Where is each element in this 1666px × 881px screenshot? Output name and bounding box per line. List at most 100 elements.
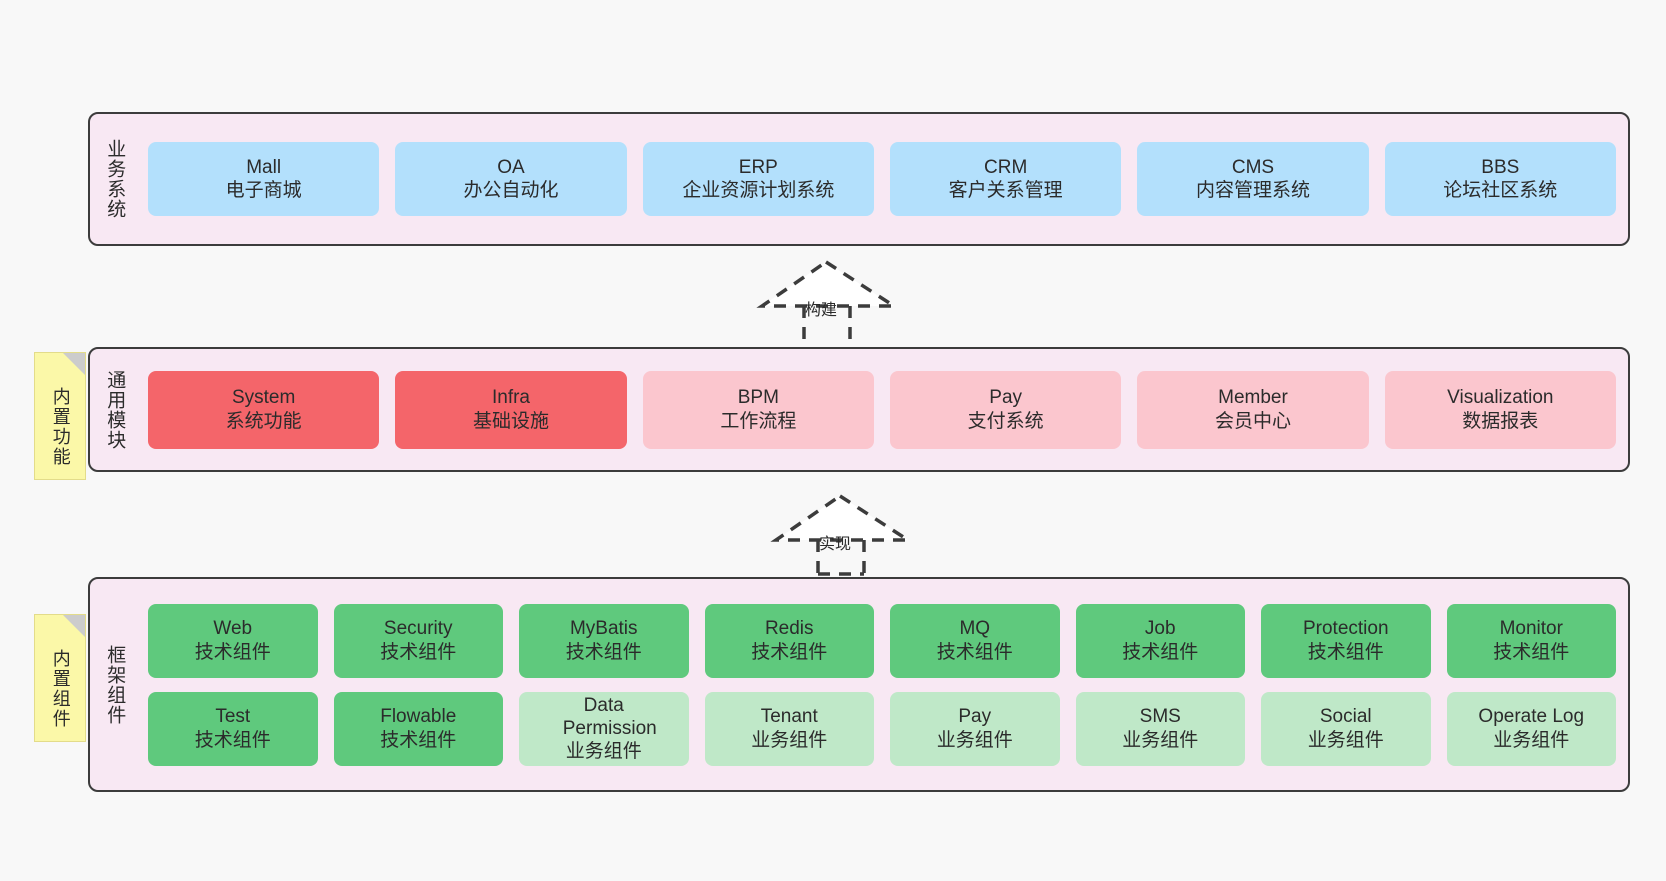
module-card-erp-name: ERP	[738, 156, 778, 178]
note-builtin-component-label: 内置组件	[50, 649, 71, 729]
module-card-web[interactable]: Web 技术组件	[148, 603, 318, 678]
connector-build: 构建	[756, 258, 900, 344]
module-card-system[interactable]: System 系统功能	[148, 370, 380, 449]
module-card-tenant[interactable]: Tenant 业务组件	[704, 691, 874, 766]
module-card-social-name: Social	[1319, 706, 1372, 728]
module-card-tenant-name: Tenant	[760, 706, 818, 728]
module-card-mybatis[interactable]: MyBatis 技术组件	[519, 603, 689, 678]
layer-framework-components-body: Web 技术组件 Security 技术组件 MyBatis 技术组件 Redi…	[136, 579, 1628, 790]
module-card-test-name: Test	[215, 706, 251, 728]
module-card-bbs[interactable]: BBS 论坛社区系统	[1384, 142, 1616, 216]
module-card-tenant-desc: 业务组件	[751, 729, 828, 751]
module-card-test[interactable]: Test 技术组件	[148, 691, 318, 766]
layer-framework-components-row-tech: Web 技术组件 Security 技术组件 MyBatis 技术组件 Redi…	[148, 603, 1616, 678]
module-card-mq[interactable]: MQ 技术组件	[890, 603, 1060, 678]
module-card-job[interactable]: Job 技术组件	[1075, 603, 1245, 678]
layer-framework-components-title: 框架组件	[104, 644, 126, 725]
module-card-operate-log[interactable]: Operate Log 业务组件	[1446, 691, 1616, 766]
module-card-data-permission[interactable]: Data Permission 业务组件	[519, 691, 689, 766]
note-fold-corner-icon	[63, 615, 85, 637]
module-card-web-name: Web	[213, 618, 253, 640]
layer-common-modules[interactable]: 通用模块 System 系统功能 Infra 基础设施 BPM 工作流程 Pay…	[88, 347, 1630, 472]
module-card-protection[interactable]: Protection 技术组件	[1261, 603, 1431, 678]
module-card-infra[interactable]: Infra 基础设施	[395, 370, 627, 449]
module-card-visualization[interactable]: Visualization 数据报表	[1384, 370, 1616, 449]
connector-build-arrowhead	[756, 259, 900, 308]
module-card-job-name: Job	[1144, 618, 1176, 640]
module-card-data-permission-name: Data Permission	[562, 694, 657, 739]
module-card-monitor-name: Monitor	[1499, 618, 1563, 640]
layer-framework-components[interactable]: 框架组件 Web 技术组件 Security 技术组件 MyBatis 技术组件…	[88, 577, 1630, 792]
module-card-monitor-desc: 技术组件	[1493, 641, 1570, 663]
note-builtin-component[interactable]: 内置组件	[34, 614, 86, 742]
note-builtin-function[interactable]: 内置功能	[34, 352, 86, 480]
module-card-cms[interactable]: CMS 内容管理系统	[1137, 142, 1369, 216]
connector-implement-label: 实现	[819, 536, 852, 553]
connector-implement-stem	[816, 540, 866, 576]
module-card-flowable[interactable]: Flowable 技术组件	[333, 691, 503, 766]
layer-common-modules-row: System 系统功能 Infra 基础设施 BPM 工作流程 Pay 支付系统…	[148, 370, 1616, 449]
module-card-web-desc: 技术组件	[194, 641, 271, 663]
module-card-cms-name: CMS	[1231, 156, 1275, 178]
module-card-mall[interactable]: Mall 电子商城	[148, 142, 380, 216]
module-card-pay-business-name: Pay	[958, 706, 992, 728]
module-card-visualization-desc: 数据报表	[1462, 410, 1539, 432]
module-card-system-desc: 系统功能	[225, 410, 302, 432]
module-card-system-name: System	[231, 387, 296, 409]
module-card-redis[interactable]: Redis 技术组件	[704, 603, 874, 678]
module-card-crm-name: CRM	[984, 156, 1028, 178]
module-card-data-permission-desc: 业务组件	[565, 741, 642, 763]
module-card-member[interactable]: Member 会员中心	[1137, 370, 1369, 449]
module-card-redis-desc: 技术组件	[751, 641, 828, 663]
module-card-monitor[interactable]: Monitor 技术组件	[1446, 603, 1616, 678]
connector-build-stem	[802, 306, 852, 344]
module-card-crm-desc: 客户关系管理	[948, 180, 1063, 201]
module-card-pay-business-desc: 业务组件	[936, 729, 1013, 751]
module-card-erp-desc: 企业资源计划系统	[682, 180, 835, 201]
module-card-bpm[interactable]: BPM 工作流程	[642, 370, 874, 449]
module-card-redis-name: Redis	[764, 618, 814, 640]
module-card-operate-log-name: Operate Log	[1478, 706, 1585, 728]
module-card-oa-desc: 办公自动化	[463, 180, 559, 201]
layer-framework-components-row-business: Test 技术组件 Flowable 技术组件 Data Permission …	[148, 691, 1616, 766]
module-card-crm[interactable]: CRM 客户关系管理	[889, 142, 1122, 216]
module-card-protection-name: Protection	[1302, 618, 1389, 640]
layer-business-systems-row: Mall 电子商城 OA 办公自动化 ERP 企业资源计划系统 CRM 客户关系…	[148, 142, 1616, 216]
module-card-security-name: Security	[383, 618, 453, 640]
module-card-mq-desc: 技术组件	[936, 641, 1013, 663]
module-card-mq-name: MQ	[959, 618, 991, 640]
module-card-sms-desc: 业务组件	[1122, 729, 1199, 751]
module-card-infra-desc: 基础设施	[472, 410, 549, 432]
module-card-member-name: Member	[1218, 387, 1288, 409]
module-card-sms[interactable]: SMS 业务组件	[1075, 691, 1245, 766]
module-card-oa[interactable]: OA 办公自动化	[395, 142, 627, 216]
module-card-social[interactable]: Social 业务组件	[1261, 691, 1431, 766]
module-card-mybatis-name: MyBatis	[569, 618, 638, 640]
module-card-security[interactable]: Security 技术组件	[333, 603, 503, 678]
module-card-infra-name: Infra	[491, 387, 530, 409]
module-card-pay-name: Pay	[989, 387, 1023, 409]
module-card-bbs-desc: 论坛社区系统	[1443, 180, 1558, 201]
module-card-pay[interactable]: Pay 支付系统	[889, 370, 1122, 449]
module-card-mall-desc: 电子商城	[225, 180, 302, 201]
module-card-erp[interactable]: ERP 企业资源计划系统	[642, 142, 874, 216]
layer-business-systems-body: Mall 电子商城 OA 办公自动化 ERP 企业资源计划系统 CRM 客户关系…	[136, 114, 1628, 244]
module-card-sms-name: SMS	[1139, 706, 1181, 728]
module-card-bbs-name: BBS	[1481, 156, 1520, 178]
layer-business-systems[interactable]: 业务系统 Mall 电子商城 OA 办公自动化 ERP 企业资源计划系统 CRM…	[88, 112, 1630, 246]
module-card-flowable-name: Flowable	[380, 706, 457, 728]
connector-implement-arrowhead	[770, 493, 914, 542]
module-card-test-desc: 技术组件	[194, 729, 271, 751]
connector-build-label: 构建	[805, 302, 838, 319]
module-card-security-desc: 技术组件	[380, 641, 457, 663]
module-card-pay-business[interactable]: Pay 业务组件	[890, 691, 1060, 766]
layer-common-modules-title: 通用模块	[104, 369, 126, 450]
module-card-job-desc: 技术组件	[1122, 641, 1199, 663]
module-card-pay-desc: 支付系统	[967, 410, 1044, 432]
layer-common-modules-body: System 系统功能 Infra 基础设施 BPM 工作流程 Pay 支付系统…	[136, 349, 1628, 470]
module-card-operate-log-desc: 业务组件	[1493, 729, 1570, 751]
module-card-bpm-name: BPM	[737, 387, 779, 409]
connector-implement: 实现	[770, 492, 914, 576]
layer-business-systems-title: 业务系统	[104, 139, 126, 219]
